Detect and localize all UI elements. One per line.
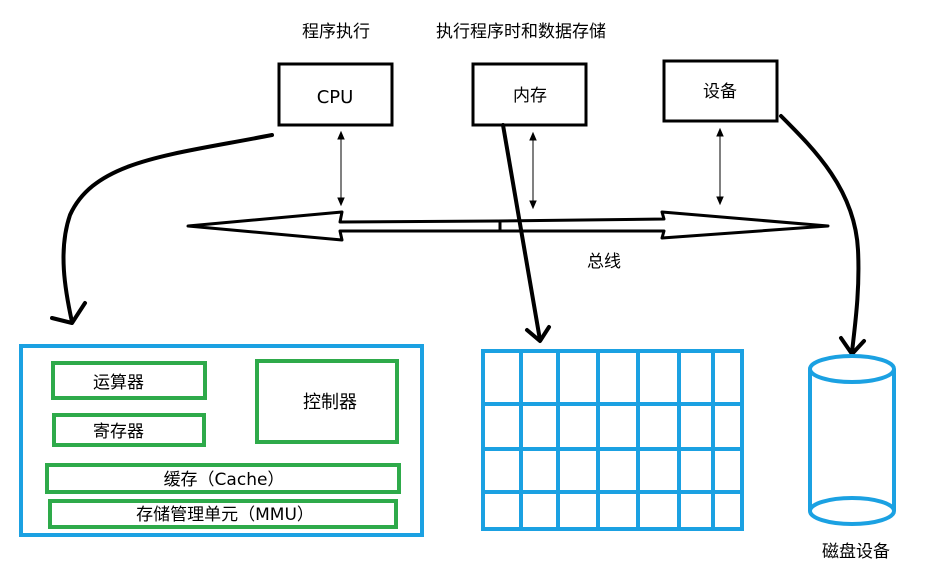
controller-label: 控制器 xyxy=(303,392,357,413)
cpu-label: CPU xyxy=(317,87,354,108)
alu-label: 运算器 xyxy=(93,373,144,393)
device-label: 设备 xyxy=(703,82,737,102)
register-box xyxy=(52,413,206,447)
cache-box xyxy=(45,463,401,494)
disk-label: 磁盘设备 xyxy=(822,542,890,562)
memory-caption: 执行程序时和数据存储 xyxy=(436,22,606,42)
memory-box: 内存 xyxy=(471,62,588,127)
mmu-label: 存储管理单元（MMU） xyxy=(136,505,314,525)
device-box: 设备 xyxy=(662,59,779,123)
cpu-bus-connector xyxy=(337,130,345,207)
cache-label: 缓存（Cache） xyxy=(164,470,285,490)
cpu-caption: 程序执行 xyxy=(302,22,370,42)
system-bus-arrow xyxy=(186,210,830,242)
device-disk-arrow xyxy=(779,114,866,356)
cpu-internal-box: 运算器 寄存器 控制器 缓存（Cache） 存储管理单元（MMU） xyxy=(19,344,424,537)
bus-label: 总线 xyxy=(587,252,621,272)
controller-box xyxy=(255,359,399,444)
memory-bus-connector xyxy=(529,131,537,210)
disk-cylinder-icon xyxy=(808,354,896,526)
register-label: 寄存器 xyxy=(93,422,144,442)
memory-detail-arrow xyxy=(501,123,551,343)
mmu-box xyxy=(48,499,398,529)
cpu-detail-arrow xyxy=(50,133,274,325)
memory-label: 内存 xyxy=(513,86,547,106)
alu-box xyxy=(51,361,207,400)
device-bus-connector xyxy=(716,127,724,206)
memory-grid xyxy=(481,349,744,531)
cpu-box: CPU xyxy=(277,62,394,127)
